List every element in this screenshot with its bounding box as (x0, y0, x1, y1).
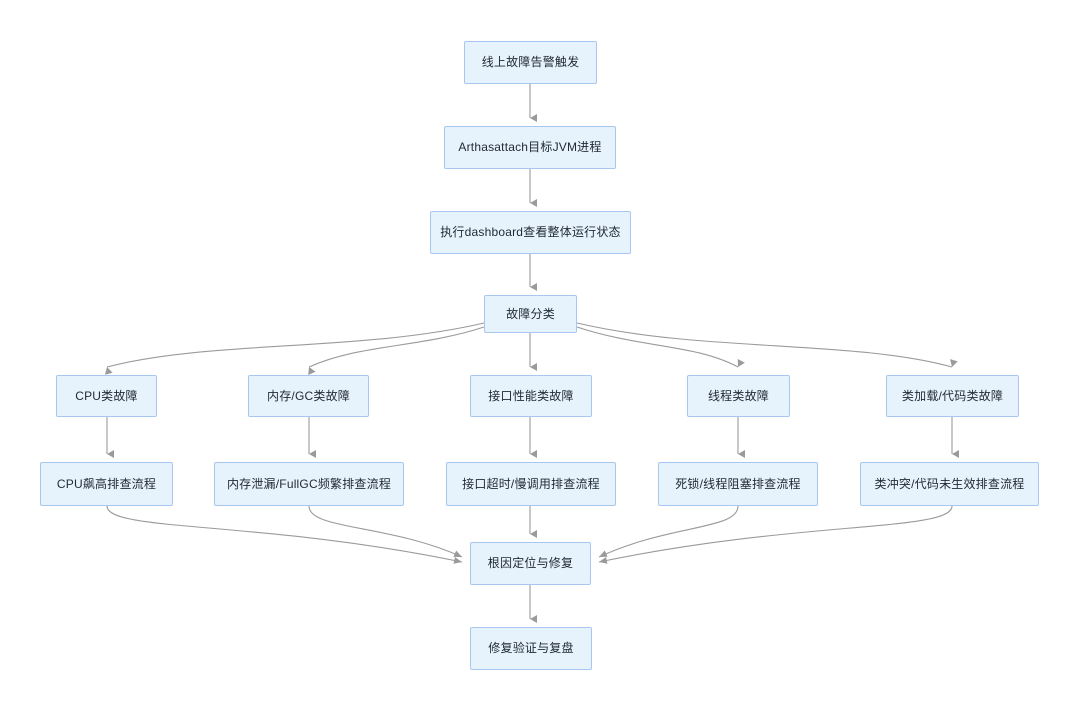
edge-n4-c2 (308, 326, 485, 376)
edge-p2-n5 (308, 505, 463, 558)
edge-n4-c1 (104, 322, 485, 375)
node-category-api-performance[interactable]: 接口性能类故障 (470, 375, 592, 417)
node-root-cause-fix[interactable]: 根因定位与修复 (470, 542, 591, 585)
node-category-memory-gc[interactable]: 内存/GC类故障 (248, 375, 369, 417)
node-fault-classification[interactable]: 故障分类 (484, 295, 577, 333)
node-process-cpu-spike[interactable]: CPU飙高排查流程 (40, 462, 173, 506)
node-category-cpu[interactable]: CPU类故障 (56, 375, 157, 417)
node-process-deadlock-thread-block[interactable]: 死锁/线程阻塞排查流程 (658, 462, 818, 506)
edge-p4-n5 (598, 505, 739, 558)
edge-n4-c5 (576, 322, 958, 368)
node-category-thread[interactable]: 线程类故障 (687, 375, 790, 417)
edge-p5-n5 (598, 505, 953, 564)
node-verify-retrospective[interactable]: 修复验证与复盘 (470, 627, 592, 670)
edge-p1-n5 (106, 505, 463, 564)
node-arthas-attach[interactable]: Arthasattach目标JVM进程 (444, 126, 616, 169)
node-category-classloading-code[interactable]: 类加载/代码类故障 (886, 375, 1019, 417)
node-run-dashboard[interactable]: 执行dashboard查看整体运行状态 (430, 211, 631, 254)
edge-n4-c4 (576, 326, 745, 368)
node-process-memory-leak-fullgc[interactable]: 内存泄漏/FullGC频繁排查流程 (214, 462, 404, 506)
node-alert-trigger[interactable]: 线上故障告警触发 (464, 41, 597, 84)
node-process-api-timeout-slowcall[interactable]: 接口超时/慢调用排查流程 (446, 462, 616, 506)
node-process-class-conflict[interactable]: 类冲突/代码未生效排查流程 (860, 462, 1039, 506)
